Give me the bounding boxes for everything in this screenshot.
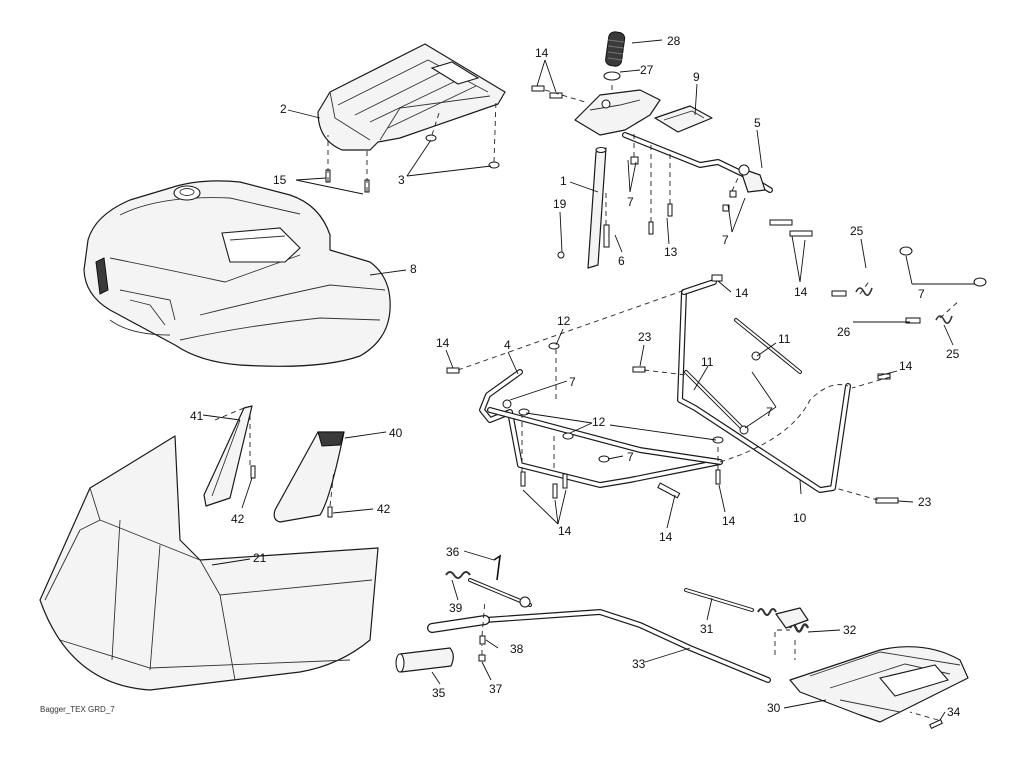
callout-7-a: 7 bbox=[627, 195, 634, 209]
cover-part-8 bbox=[83, 180, 391, 367]
handle-part-33 bbox=[427, 609, 771, 683]
bag-part-21 bbox=[39, 435, 379, 691]
callout-21: 21 bbox=[253, 551, 267, 565]
callout-42-b: 42 bbox=[377, 502, 391, 516]
callout-1: 1 bbox=[560, 174, 567, 188]
callout-31: 31 bbox=[700, 622, 714, 636]
callout-14-top: 14 bbox=[535, 46, 549, 60]
callout-13: 13 bbox=[664, 245, 678, 259]
callout-42-a: 42 bbox=[231, 512, 245, 526]
callout-12-b: 12 bbox=[592, 415, 606, 429]
leader-lines bbox=[202, 39, 975, 721]
frame-part-4 bbox=[479, 369, 723, 488]
callout-11-a: 11 bbox=[778, 332, 791, 346]
grip-part-28 bbox=[605, 31, 626, 67]
callout-35: 35 bbox=[432, 686, 446, 700]
callout-36: 36 bbox=[446, 545, 460, 559]
frame-part-10 bbox=[677, 279, 851, 493]
assembly-lines bbox=[214, 85, 961, 721]
callout-14-h: 14 bbox=[722, 514, 736, 528]
callout-labels: 28 27 14 9 5 1 19 7 6 13 7 14 2 15 3 8 1… bbox=[190, 34, 961, 719]
callout-9: 9 bbox=[693, 70, 700, 84]
spring-part-32 bbox=[757, 607, 810, 633]
flap-part-40 bbox=[273, 431, 345, 523]
callout-19: 19 bbox=[553, 197, 567, 211]
callout-26: 26 bbox=[837, 325, 851, 339]
callout-11-b: 11 bbox=[701, 355, 714, 369]
clip-part-37 bbox=[478, 654, 486, 662]
callout-7-c: 7 bbox=[918, 287, 925, 301]
callout-7-d: 7 bbox=[569, 375, 576, 389]
callout-14-d: 14 bbox=[436, 336, 450, 350]
callout-28: 28 bbox=[667, 34, 681, 48]
panel-part-2 bbox=[317, 43, 506, 151]
callout-40: 40 bbox=[389, 426, 403, 440]
callout-3: 3 bbox=[398, 173, 405, 187]
callout-23-b: 23 bbox=[918, 495, 932, 509]
spring-part-39 bbox=[445, 571, 532, 608]
callout-23-a: 23 bbox=[638, 330, 652, 344]
callout-27: 27 bbox=[640, 63, 654, 77]
callout-12-a: 12 bbox=[557, 314, 571, 328]
callout-25-a: 25 bbox=[850, 224, 864, 238]
bracket-assembly-part-9 bbox=[574, 89, 773, 193]
callout-38: 38 bbox=[510, 642, 524, 656]
callout-6: 6 bbox=[618, 254, 625, 268]
callout-37: 37 bbox=[489, 682, 503, 696]
callout-14-f: 14 bbox=[558, 524, 572, 538]
callout-39: 39 bbox=[449, 601, 463, 615]
callout-25-b: 25 bbox=[946, 347, 960, 361]
callout-30: 30 bbox=[767, 701, 781, 715]
rod-part-31 bbox=[684, 588, 754, 612]
callout-5: 5 bbox=[754, 116, 761, 130]
callout-32: 32 bbox=[843, 623, 857, 637]
callout-2: 2 bbox=[280, 102, 287, 116]
callout-14-c: 14 bbox=[735, 286, 749, 300]
callout-4: 4 bbox=[504, 338, 511, 352]
deflector-part-30 bbox=[789, 646, 969, 723]
pin-part-38 bbox=[479, 635, 486, 645]
ring-part-27 bbox=[603, 71, 621, 81]
callout-14-e: 14 bbox=[899, 359, 913, 373]
callout-15: 15 bbox=[273, 173, 287, 187]
callout-7-b: 7 bbox=[722, 233, 729, 247]
tube-part-1 bbox=[587, 146, 607, 269]
grip-part-35 bbox=[395, 647, 454, 673]
callout-7-e: 7 bbox=[766, 405, 773, 419]
callout-14-g: 14 bbox=[659, 530, 673, 544]
diagram-footer-code: Bagger_TEX GRD_7 bbox=[40, 705, 115, 714]
callout-7-f: 7 bbox=[627, 450, 634, 464]
callout-33: 33 bbox=[632, 657, 646, 671]
strip-part-41 bbox=[203, 405, 253, 507]
callout-10: 10 bbox=[793, 511, 807, 525]
callout-14-b: 14 bbox=[794, 285, 808, 299]
rod-part-11 bbox=[684, 318, 802, 430]
hook-part-36 bbox=[493, 554, 502, 581]
callout-41: 41 bbox=[190, 409, 204, 423]
callout-34: 34 bbox=[947, 705, 961, 719]
callout-8: 8 bbox=[410, 262, 417, 276]
